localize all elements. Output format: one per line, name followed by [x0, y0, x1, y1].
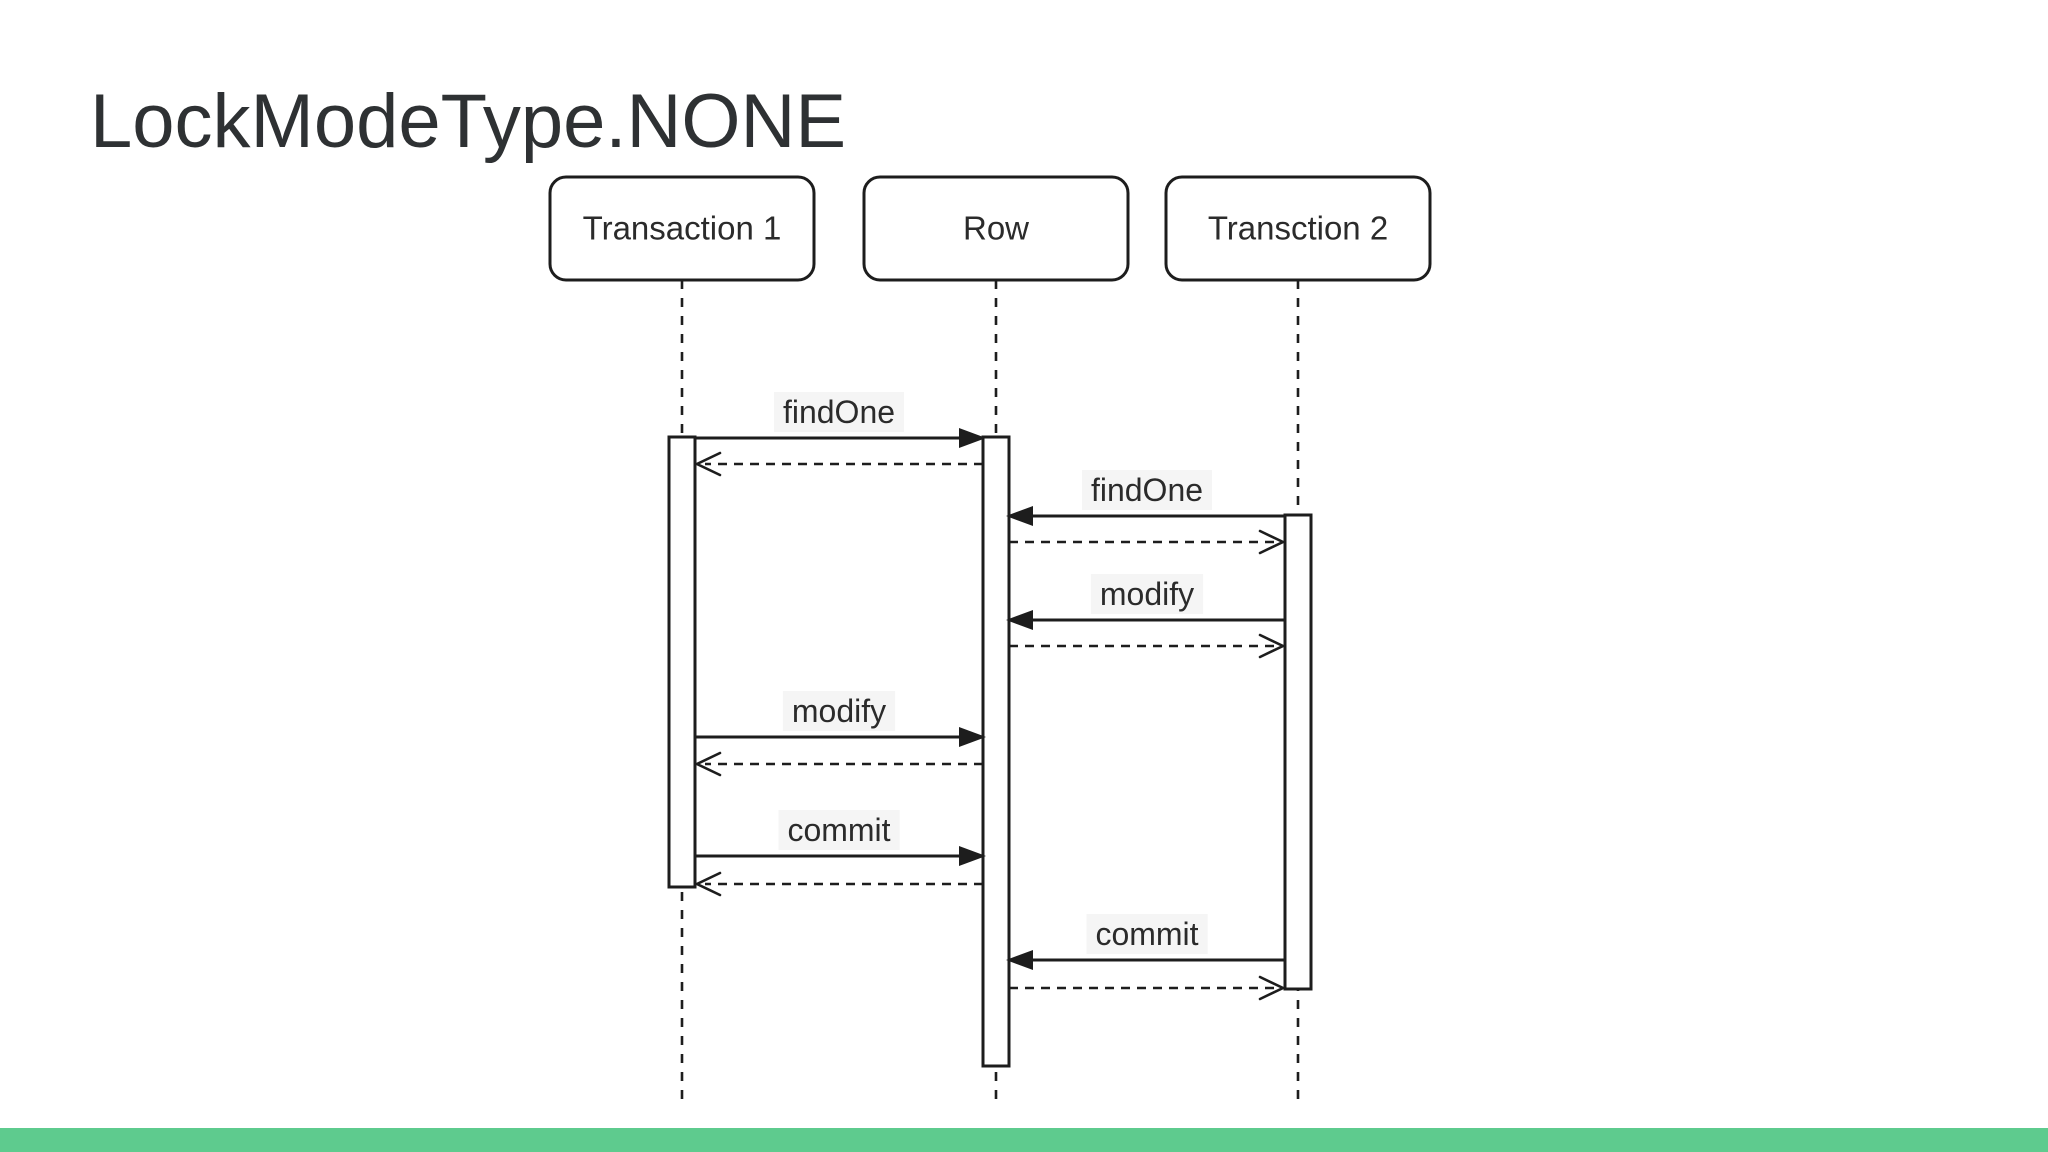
participant-box-row — [862, 175, 1130, 282]
message-0-return-arrowhead-icon — [693, 451, 722, 477]
activation-bar-row — [981, 435, 1011, 1068]
activation-bar-t2 — [1283, 513, 1313, 991]
message-5-label-bg — [1086, 914, 1208, 954]
slide-title: LockModeType.NONE — [90, 79, 847, 164]
message-2-label-bg — [1090, 574, 1204, 614]
message-2-return-arrowhead-icon — [1258, 633, 1287, 659]
message-3-label-bg — [782, 691, 896, 731]
message-5-return-arrowhead-icon — [1258, 975, 1287, 1001]
message-4-arrowhead-icon — [959, 846, 986, 866]
footer-accent-bar — [0, 1128, 2048, 1152]
message-4-label: commit — [787, 812, 890, 848]
participant-box-t2 — [1164, 175, 1432, 282]
message-2-label: modify — [1100, 576, 1194, 612]
message-3-arrowhead-icon — [959, 727, 986, 747]
message-5-label: commit — [1095, 916, 1198, 952]
message-4-label-bg — [778, 810, 900, 850]
participant-label-t2: Transction 2 — [1208, 210, 1388, 247]
message-2-arrowhead-icon — [1006, 610, 1033, 630]
message-1-label: findOne — [1091, 472, 1203, 508]
message-0-label: findOne — [783, 394, 895, 430]
participant-label-t1: Transaction 1 — [583, 210, 782, 247]
message-3-label: modify — [792, 693, 886, 729]
message-1-label-bg — [1081, 470, 1213, 510]
message-0-label-bg — [773, 392, 905, 432]
activation-bar-t1 — [667, 435, 697, 889]
participant-label-row: Row — [963, 210, 1029, 247]
message-5-arrowhead-icon — [1006, 950, 1033, 970]
message-0-arrowhead-icon — [959, 428, 986, 448]
participant-box-t1 — [548, 175, 816, 282]
message-1-arrowhead-icon — [1006, 506, 1033, 526]
message-3-return-arrowhead-icon — [693, 751, 722, 777]
message-4-return-arrowhead-icon — [693, 871, 722, 897]
message-1-return-arrowhead-icon — [1258, 529, 1287, 555]
